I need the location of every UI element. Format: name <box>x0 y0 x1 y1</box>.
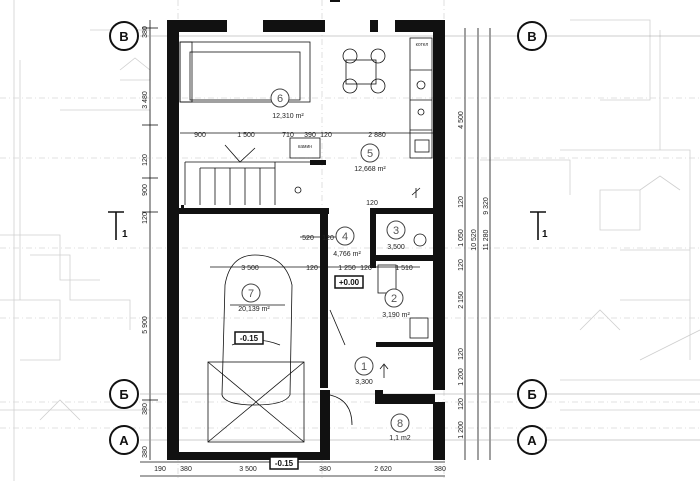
dim-text: 380 <box>142 26 149 38</box>
dim-text: 900 <box>194 132 206 139</box>
dim-text: 2 880 <box>368 132 386 139</box>
dim-text: 120 <box>360 265 372 272</box>
room-area-8: 1,1 m2 <box>389 435 411 442</box>
dim-text: 380 <box>434 466 446 473</box>
dims-middle: 520 120 120 1 250 120 1 510 3 500 120 <box>241 200 413 272</box>
svg-text:7: 7 <box>248 288 254 300</box>
dim-text: 11 280 <box>483 229 490 250</box>
svg-text:5: 5 <box>367 148 373 160</box>
axis-label-mid-left: Б <box>119 387 128 402</box>
room-area-4: 4,766 m² <box>333 251 361 258</box>
furniture <box>179 37 433 443</box>
dim-text: 1 250 <box>338 265 356 272</box>
room-tag-1: 1 3,300 <box>354 356 374 386</box>
dim-text: 520 <box>302 235 314 242</box>
level-hall: +0.00 <box>339 278 360 287</box>
dim-text: 380 <box>180 466 192 473</box>
room-tag-3: 3 3,500 <box>386 220 406 251</box>
dim-text: 190 <box>154 466 166 473</box>
dim-text: 120 <box>458 398 465 410</box>
section-arrow-right <box>530 211 546 240</box>
section-number-left: 1 <box>122 229 128 240</box>
dim-text: 120 <box>306 265 318 272</box>
dim-text: 3 500 <box>239 466 257 473</box>
dim-text: 1 200 <box>458 368 465 386</box>
room-area-5: 12,668 m² <box>354 166 386 173</box>
room-area-7: 20,139 m² <box>238 306 270 313</box>
dim-text: 10 520 <box>471 229 478 251</box>
dim-text: 710 <box>282 132 294 139</box>
room-area-1: 3,300 <box>355 379 373 386</box>
room-tag-7: 7 20,139 m² <box>238 283 270 313</box>
dims-top-row: 900 1 500 710 390 120 2 880 <box>194 132 386 139</box>
section-arrow-left <box>108 211 124 240</box>
svg-text:4: 4 <box>342 231 348 243</box>
axis-marker-bottom-left <box>109 425 139 455</box>
room-area-6: 12,310 m² <box>272 113 304 120</box>
fireplace-label: камин <box>298 144 312 150</box>
dim-text: 120 <box>366 200 378 207</box>
level-garage: -0.15 <box>240 334 259 343</box>
section-number-right: 1 <box>542 229 548 240</box>
dim-text: 5 900 <box>142 316 149 334</box>
level-marks: +0.00 -0.15 -0.15 <box>234 275 364 470</box>
room-area-2: 3,190 m² <box>382 312 410 319</box>
svg-text:3: 3 <box>393 225 399 237</box>
dim-text: 390 <box>304 132 316 139</box>
axis-marker-top-left <box>109 21 139 51</box>
dims-bottom: 190 380 3 500 380 2 620 380 380 380 <box>142 403 446 473</box>
interior-walls <box>179 160 435 388</box>
dim-text: 120 <box>458 196 465 208</box>
dim-text: 3 500 <box>241 265 259 272</box>
axis-label-mid-right: Б <box>527 387 536 402</box>
room-tags: 6 12,310 m² 5 12,668 m² 4 4,766 m² 3 3,5… <box>238 88 411 442</box>
dim-text: 120 <box>142 212 149 224</box>
dim-text: 2 620 <box>374 466 392 473</box>
dim-text: 380 <box>142 403 149 415</box>
dim-text: 1 200 <box>458 421 465 439</box>
dim-text: 1 050 <box>458 229 465 247</box>
grid-axis-markers: В В Б Б А А <box>109 21 547 455</box>
dim-text: 120 <box>142 154 149 166</box>
dims-right-vertical: 4 500 120 1 050 120 2 150 120 1 200 120 … <box>458 111 490 439</box>
dim-text: 3 480 <box>142 91 149 109</box>
axis-marker-top-right <box>517 21 547 51</box>
dim-text: 380 <box>319 466 331 473</box>
dim-text: 900 <box>142 184 149 196</box>
axis-marker-mid-right <box>517 379 547 409</box>
dim-text: 120 <box>458 348 465 360</box>
svg-text:6: 6 <box>277 93 283 105</box>
axis-label-bottom-right: А <box>527 433 537 448</box>
room-tag-2: 2 3,190 m² <box>382 288 410 319</box>
boiler-label: котел <box>416 42 429 48</box>
axis-marker-bottom-right <box>517 425 547 455</box>
axis-label-bottom-left: А <box>119 433 129 448</box>
svg-text:8: 8 <box>397 418 403 430</box>
dims-left-vertical: 380 3 480 120 900 120 5 900 <box>142 26 149 334</box>
dim-text: 1 500 <box>237 132 255 139</box>
dim-text: 9 320 <box>483 197 490 215</box>
dimension-lines <box>140 20 700 477</box>
dim-text: 4 500 <box>458 111 465 129</box>
room-tag-4: 4 4,766 m² <box>333 226 361 258</box>
dim-text: 1 510 <box>395 265 413 272</box>
exterior-walls <box>167 0 445 460</box>
dim-text: 120 <box>322 235 334 242</box>
dim-text: 120 <box>458 259 465 271</box>
section-marks: 1 1 <box>108 211 548 240</box>
room-tag-8: 8 1,1 m2 <box>389 413 411 442</box>
svg-text:1: 1 <box>361 361 367 373</box>
svg-text:2: 2 <box>391 293 397 305</box>
dim-text: 2 150 <box>458 291 465 309</box>
level-entrance: -0.15 <box>275 459 294 468</box>
axis-label-top-left: В <box>119 29 128 44</box>
axis-marker-mid-left <box>109 379 139 409</box>
room-tag-5: 5 12,668 m² <box>354 143 386 173</box>
dim-text: 380 <box>142 446 149 458</box>
room-area-3: 3,500 <box>387 244 405 251</box>
dim-text: 120 <box>320 132 332 139</box>
room-tag-6: 6 12,310 m² <box>270 88 304 120</box>
axis-label-top-right: В <box>527 29 536 44</box>
